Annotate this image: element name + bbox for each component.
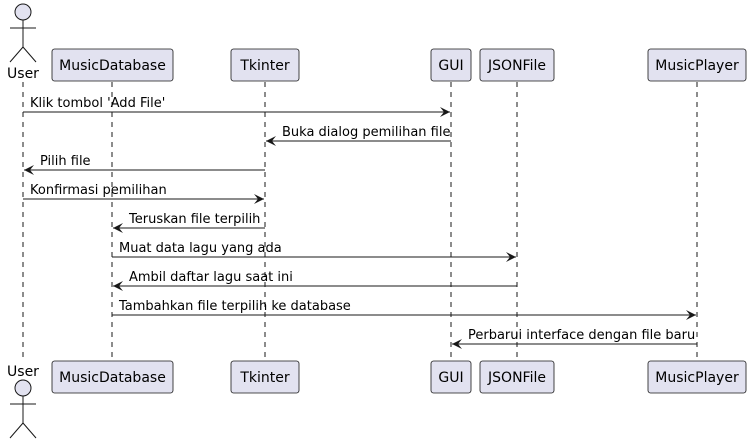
participant-label-tkinter-top: Tkinter [239,58,290,74]
message-label: Buka dialog pemilihan file [282,125,450,140]
participant-label-tkinter-bottom: Tkinter [239,370,290,386]
participant-box-musicplayer-top: MusicPlayer [647,48,747,82]
participant-label-jsonfile-top: JSONFile [487,58,546,74]
message-6: Muat data lagu yang ada [112,241,516,262]
message-4: Konfirmasi pemilihan [23,183,264,204]
message-label: Teruskan file terpilih [128,212,260,227]
message-label: Konfirmasi pemilihan [30,183,167,198]
actor-icon-top [9,3,37,63]
participant-label-musicplayer-top: MusicPlayer [655,58,739,74]
message-label: Perbarui interface dengan file baru [468,328,695,343]
participant-label-user-top: User [7,66,39,82]
participant-box-gui-top: GUI [430,48,472,82]
message-7: Ambil daftar lagu saat ini [113,270,517,291]
participant-box-tkinter-bottom: Tkinter [230,360,300,394]
participant-label-gui-top: GUI [438,58,463,74]
message-5: Teruskan file terpilih [113,212,265,233]
actor-icon-bottom [9,379,37,439]
message-9: Perbarui interface dengan file baru [452,328,697,349]
message-8: Tambahkan file terpilih ke database [112,299,696,320]
message-label: Tambahkan file terpilih ke database [118,299,351,314]
participant-label-musicdb-top: MusicDatabase [59,58,166,74]
message-label: Muat data lagu yang ada [119,241,282,256]
participant-box-musicdb-top: MusicDatabase [51,48,174,82]
message-3: Pilih file [24,154,265,175]
participant-box-jsonfile-bottom: JSONFile [479,360,555,394]
message-1: Klik tombol 'Add File' [23,96,450,117]
message-label: Klik tombol 'Add File' [30,96,165,111]
participant-label-musicdb-bottom: MusicDatabase [59,370,166,386]
message-label: Pilih file [40,154,91,169]
participant-box-tkinter-top: Tkinter [230,48,300,82]
participant-label-jsonfile-bottom: JSONFile [487,370,546,386]
participant-box-jsonfile-top: JSONFile [479,48,555,82]
message-label: Ambil daftar lagu saat ini [129,270,293,285]
participant-label-gui-bottom: GUI [438,370,463,386]
participant-box-gui-bottom: GUI [430,360,472,394]
participant-box-musicdb-bottom: MusicDatabase [51,360,174,394]
participant-label-musicplayer-bottom: MusicPlayer [655,370,739,386]
participant-label-user-bottom: User [7,364,39,380]
message-2: Buka dialog pemilihan file [266,125,451,146]
participant-box-musicplayer-bottom: MusicPlayer [647,360,747,394]
